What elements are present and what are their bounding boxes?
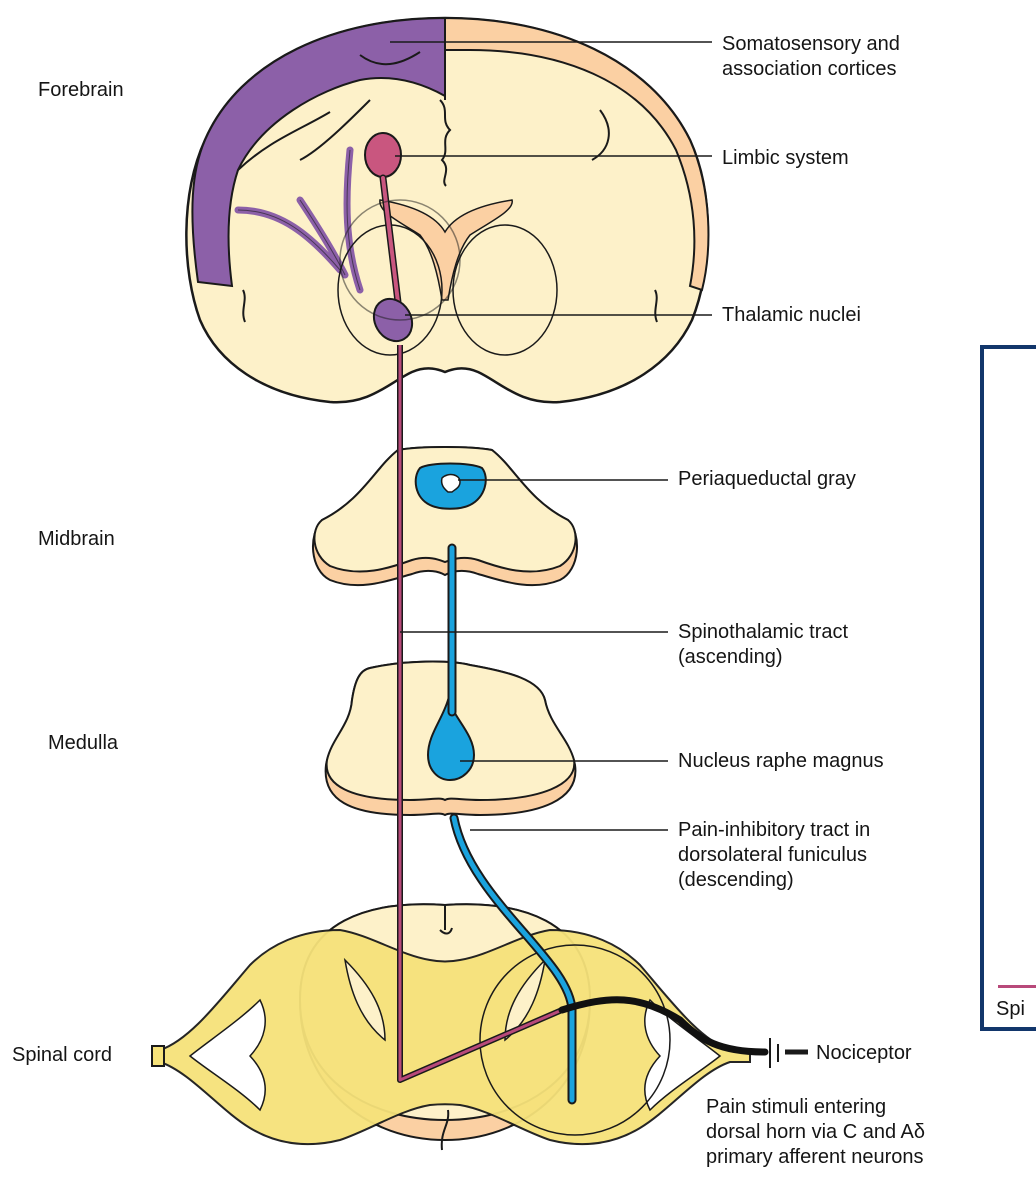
label-forebrain: Forebrain <box>38 78 124 103</box>
label-spinothalamic-line1: Spinothalamic tract <box>678 620 848 645</box>
label-thalamic: Thalamic nuclei <box>722 303 861 328</box>
label-stimuli-line1: Pain stimuli entering <box>706 1095 886 1120</box>
label-limbic: Limbic system <box>722 146 849 171</box>
limbic-system-shape <box>365 133 401 177</box>
label-cortices-line2: association cortices <box>722 57 897 82</box>
label-inhibitory-line3: (descending) <box>678 868 794 893</box>
inset-legend-text: Spi <box>996 997 1036 1022</box>
label-nociceptor: Nociceptor <box>816 1041 912 1066</box>
midbrain-section <box>313 447 577 585</box>
inset-legend-swatch <box>998 985 1036 988</box>
label-stimuli-line3: primary afferent neurons <box>706 1145 924 1170</box>
label-medulla: Medulla <box>48 731 118 756</box>
label-raphe: Nucleus raphe magnus <box>678 749 884 774</box>
label-pag: Periaqueductal gray <box>678 467 856 492</box>
label-midbrain: Midbrain <box>38 527 115 552</box>
label-spinal-cord: Spinal cord <box>12 1043 112 1068</box>
left-root-cap <box>152 1046 164 1066</box>
label-inhibitory-line2: dorsolateral funiculus <box>678 843 867 868</box>
label-cortices-line1: Somatosensory and <box>722 32 900 57</box>
label-stimuli-line2: dorsal horn via C and Aδ <box>706 1120 925 1145</box>
label-inhibitory-line1: Pain-inhibitory tract in <box>678 818 870 843</box>
inset-panel <box>980 345 1036 1031</box>
forebrain-section <box>186 18 708 402</box>
label-spinothalamic-line2: (ascending) <box>678 645 783 670</box>
